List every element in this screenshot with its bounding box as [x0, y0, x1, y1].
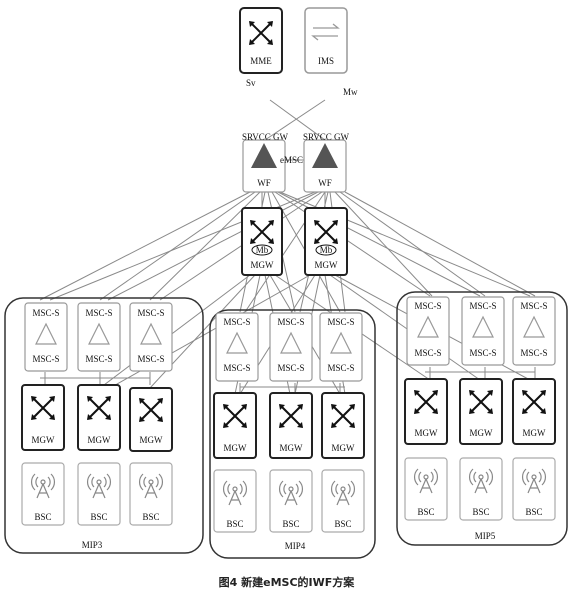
- mb-label-left: Mb: [256, 245, 269, 255]
- region-mip4: [209, 309, 376, 559]
- bsc-node: BSC: [21, 462, 65, 526]
- msc-s-node: MSC-S MSC-S: [406, 296, 450, 366]
- wf-label-left: WF: [257, 178, 271, 188]
- svg-text:MGW: MGW: [280, 443, 304, 453]
- figure-caption: 图4 新建eMSC的IWF方案: [218, 576, 355, 589]
- region-mip5: [396, 291, 568, 546]
- svg-text:MGW: MGW: [523, 428, 547, 438]
- svg-text:MSC-S: MSC-S: [414, 348, 441, 358]
- mip5-nodes: MSC-S MSC-S MSC-S MSC-S MSC-S MSC-S MGW …: [404, 296, 556, 521]
- svg-text:BSC: BSC: [142, 512, 159, 522]
- mip4-nodes: MSC-S MSC-S MSC-S MSC-S MSC-S MSC-S MGW …: [213, 312, 365, 533]
- mip3-nodes: MSC-S MSC-S MSC-S MSC-S MSC-S MSC-S MGW …: [21, 302, 173, 526]
- svg-text:MSC-S: MSC-S: [469, 301, 496, 311]
- group-label-mip5: MIP5: [475, 531, 496, 541]
- svg-text:MSC-S: MSC-S: [32, 354, 59, 364]
- central-mgw-right: Mb MGW: [304, 207, 348, 276]
- srvcc-gw-label-right: SRVCC GW: [303, 132, 350, 142]
- svg-text:BSC: BSC: [34, 512, 51, 522]
- msc-s-node: MSC-S MSC-S: [461, 296, 505, 366]
- bsc-node: BSC: [269, 469, 313, 533]
- mw-label: Mw: [343, 87, 358, 97]
- mgw-node: MGW: [213, 392, 257, 459]
- srvcc-gw-left: WF: [242, 139, 286, 193]
- mgw-node: MGW: [129, 387, 173, 452]
- mgw-node: MGW: [321, 392, 365, 459]
- msc-s-node: MSC-S MSC-S: [77, 302, 121, 372]
- msc-s-node: MSC-S MSC-S: [24, 302, 68, 372]
- ims-exchange-icon: [311, 23, 340, 41]
- svg-text:MSC-S: MSC-S: [223, 363, 250, 373]
- mme-label: MME: [250, 56, 272, 66]
- svg-text:MSC-S: MSC-S: [327, 317, 354, 327]
- srvcc-gw-label-left: SRVCC GW: [242, 132, 289, 142]
- mgw-node: MGW: [512, 378, 556, 445]
- bsc-node: BSC: [129, 462, 173, 526]
- mgw-node: MGW: [77, 384, 121, 451]
- sv-label: Sv: [246, 78, 256, 88]
- svg-text:BSC: BSC: [472, 507, 489, 517]
- mgw-node: MGW: [459, 378, 503, 445]
- msc-s-node: MSC-S MSC-S: [129, 302, 173, 372]
- bsc-node: BSC: [213, 469, 257, 533]
- wf-label-right: WF: [318, 178, 332, 188]
- msc-s-node: MSC-S MSC-S: [512, 296, 556, 366]
- svg-text:MGW: MGW: [332, 443, 356, 453]
- svg-text:MSC-S: MSC-S: [277, 317, 304, 327]
- svg-text:BSC: BSC: [334, 519, 351, 529]
- group-label-mip3: MIP3: [82, 540, 103, 550]
- svg-text:MGW: MGW: [415, 428, 439, 438]
- svg-text:MSC-S: MSC-S: [223, 317, 250, 327]
- central-mgw-left: Mb MGW: [241, 207, 283, 276]
- svg-text:BSC: BSC: [90, 512, 107, 522]
- svg-text:MGW: MGW: [224, 443, 248, 453]
- svg-text:MSC-S: MSC-S: [520, 348, 547, 358]
- svg-text:MSC-S: MSC-S: [85, 308, 112, 318]
- bsc-node: BSC: [459, 457, 503, 521]
- bsc-node: BSC: [404, 457, 448, 521]
- emsc-label: eMSC: [280, 155, 303, 165]
- mgw-node: MGW: [21, 384, 65, 451]
- central-mgw-label-right: MGW: [315, 260, 339, 270]
- network-diagram: MME IMS Sv Mw WF SRVCC GW WF SRVCC GW eM…: [4, 7, 568, 559]
- svg-text:MSC-S: MSC-S: [277, 363, 304, 373]
- svg-text:BSC: BSC: [282, 519, 299, 529]
- bsc-node: BSC: [321, 469, 365, 533]
- svg-text:BSC: BSC: [417, 507, 434, 517]
- svg-text:MSC-S: MSC-S: [85, 354, 112, 364]
- bsc-node: BSC: [512, 457, 556, 521]
- msc-s-node: MSC-S MSC-S: [215, 312, 259, 382]
- svg-text:MGW: MGW: [470, 428, 494, 438]
- group-label-mip4: MIP4: [285, 541, 306, 551]
- ims-label: IMS: [318, 56, 334, 66]
- svg-text:MGW: MGW: [140, 435, 164, 445]
- svg-text:MGW: MGW: [32, 435, 56, 445]
- msc-s-node: MSC-S MSC-S: [319, 312, 363, 382]
- region-mip3: [4, 297, 204, 554]
- mb-label-right: Mb: [320, 245, 333, 255]
- bsc-node: BSC: [77, 462, 121, 526]
- central-mgw-label-left: MGW: [251, 260, 275, 270]
- svg-text:MSC-S: MSC-S: [469, 348, 496, 358]
- svg-text:MSC-S: MSC-S: [32, 308, 59, 318]
- svg-text:MSC-S: MSC-S: [137, 308, 164, 318]
- ims-node: IMS: [304, 7, 348, 74]
- svg-text:MSC-S: MSC-S: [137, 354, 164, 364]
- mgw-node: MGW: [269, 392, 313, 459]
- mgw-node: MGW: [404, 378, 448, 445]
- msc-s-node: MSC-S MSC-S: [269, 312, 313, 382]
- svg-text:BSC: BSC: [226, 519, 243, 529]
- mme-node: MME: [239, 7, 283, 74]
- svg-text:MSC-S: MSC-S: [414, 301, 441, 311]
- svg-text:MSC-S: MSC-S: [327, 363, 354, 373]
- srvcc-gw-right: WF: [303, 139, 347, 193]
- svg-text:MGW: MGW: [88, 435, 112, 445]
- svg-text:BSC: BSC: [525, 507, 542, 517]
- svg-text:MSC-S: MSC-S: [520, 301, 547, 311]
